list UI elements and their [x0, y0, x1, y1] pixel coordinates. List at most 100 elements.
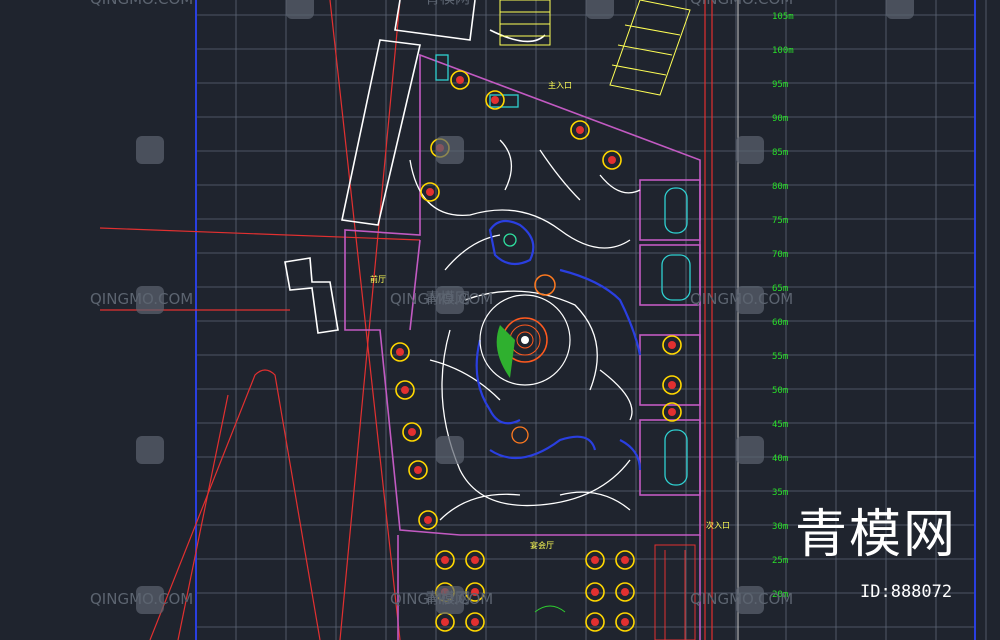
secondary-entrance-label: 次入口 — [706, 520, 730, 530]
round-table-top — [591, 618, 599, 626]
watermark-cn-text: 青模网 — [425, 589, 470, 607]
round-table — [662, 335, 682, 355]
internal-roads — [409, 139, 641, 521]
water-features — [475, 219, 642, 471]
main-entrance-label: 主入口 — [548, 80, 572, 90]
watermark-layer: QINGMO.COM QINGMO.COM QINGMO.COM QINGMO.COM… — [90, 0, 914, 614]
watermark-site-text: QINGMO.COM — [390, 590, 493, 608]
round-table-top — [471, 588, 479, 596]
conference-tables — [435, 54, 691, 486]
round-table — [615, 550, 635, 570]
round-table — [395, 380, 415, 400]
watermark-site-text: QINGMO.COM — [690, 0, 793, 8]
elevation-scale: 105m100m95m90m85m80m75m70m65m60m55m50m45… — [772, 12, 794, 600]
round-table — [450, 70, 470, 90]
brand-watermark: 青模网 — [795, 505, 958, 565]
watermark-site-text: QINGMO.COM — [690, 290, 793, 308]
central-plaza — [479, 233, 571, 444]
scale-mark: 80m — [772, 182, 788, 192]
round-table-top — [668, 408, 676, 416]
round-table — [402, 422, 422, 442]
round-table-top — [621, 556, 629, 564]
scale-mark: 35m — [772, 488, 788, 498]
scale-mark: 30m — [772, 522, 788, 532]
round-tables — [390, 70, 682, 632]
watermark-cn-text: 青模网 — [425, 289, 470, 307]
hall-label: 宴会厅 — [530, 540, 554, 550]
watermark-logo-icon — [736, 286, 764, 314]
watermark-logo-icon — [436, 286, 464, 314]
round-table — [585, 612, 605, 632]
scale-mark: 40m — [772, 454, 788, 464]
watermark-logo-icon — [286, 0, 314, 19]
round-table — [662, 402, 682, 422]
round-table-top — [414, 466, 422, 474]
red-boundary-lines — [99, 0, 713, 640]
round-table — [390, 342, 410, 362]
watermark-logo-icon — [736, 136, 764, 164]
round-table — [602, 150, 622, 170]
round-table-top — [668, 341, 676, 349]
watermark-site-text: QINGMO.COM — [90, 290, 193, 308]
watermark-cn-text: 青模网 — [425, 0, 470, 7]
watermark-logo-icon — [736, 586, 764, 614]
scale-mark: 105m — [772, 12, 794, 22]
watermark-logo-icon — [136, 586, 164, 614]
round-table — [662, 375, 682, 395]
scale-mark: 75m — [772, 216, 788, 226]
asset-id: ID:888072 — [860, 582, 953, 602]
round-table — [465, 612, 485, 632]
watermark-site-text: QINGMO.COM — [390, 290, 493, 308]
round-table — [418, 510, 438, 530]
scale-mark: 100m — [772, 46, 794, 56]
round-table — [615, 612, 635, 632]
round-table — [465, 550, 485, 570]
watermark-logo-icon — [436, 586, 464, 614]
round-table — [615, 582, 635, 602]
scale-mark: 70m — [772, 250, 788, 260]
watermark-logo-icon — [736, 436, 764, 464]
scale-mark: 25m — [772, 556, 788, 566]
round-table — [420, 182, 440, 202]
scale-mark: 20m — [772, 590, 788, 600]
round-table-top — [441, 556, 449, 564]
round-table-top — [491, 96, 499, 104]
watermark-site-text: QINGMO.COM — [90, 0, 193, 8]
white-structures — [284, 0, 546, 334]
round-table — [435, 550, 455, 570]
cad-grid — [196, 0, 987, 640]
hall-furniture — [534, 544, 696, 640]
lobby-label: 前厅 — [370, 274, 386, 284]
round-table-top — [621, 618, 629, 626]
round-table-top — [621, 588, 629, 596]
round-table-top — [396, 348, 404, 356]
watermark-logo-icon — [436, 436, 464, 464]
round-table-top — [441, 618, 449, 626]
round-table-top — [591, 556, 599, 564]
round-table — [570, 120, 590, 140]
round-table-top — [668, 381, 676, 389]
watermark-logo-icon — [886, 0, 914, 19]
scale-mark: 95m — [772, 80, 788, 90]
round-table-top — [426, 188, 434, 196]
round-table — [408, 460, 428, 480]
scale-mark: 45m — [772, 420, 788, 430]
round-table-top — [471, 618, 479, 626]
round-table-top — [401, 386, 409, 394]
round-table-top — [608, 156, 616, 164]
scale-mark: 50m — [772, 386, 788, 396]
watermark-logo-icon — [136, 286, 164, 314]
round-table-top — [471, 556, 479, 564]
scale-mark: 85m — [772, 148, 788, 158]
scale-mark: 55m — [772, 352, 788, 362]
watermark-logo-icon — [436, 136, 464, 164]
round-table-top — [456, 76, 464, 84]
scale-mark: 65m — [772, 284, 788, 294]
watermark-logo-icon — [136, 136, 164, 164]
round-table — [585, 550, 605, 570]
round-table — [465, 582, 485, 602]
round-table — [485, 90, 505, 110]
round-table-top — [424, 516, 432, 524]
watermark-site-text: QINGMO.COM — [690, 590, 793, 608]
